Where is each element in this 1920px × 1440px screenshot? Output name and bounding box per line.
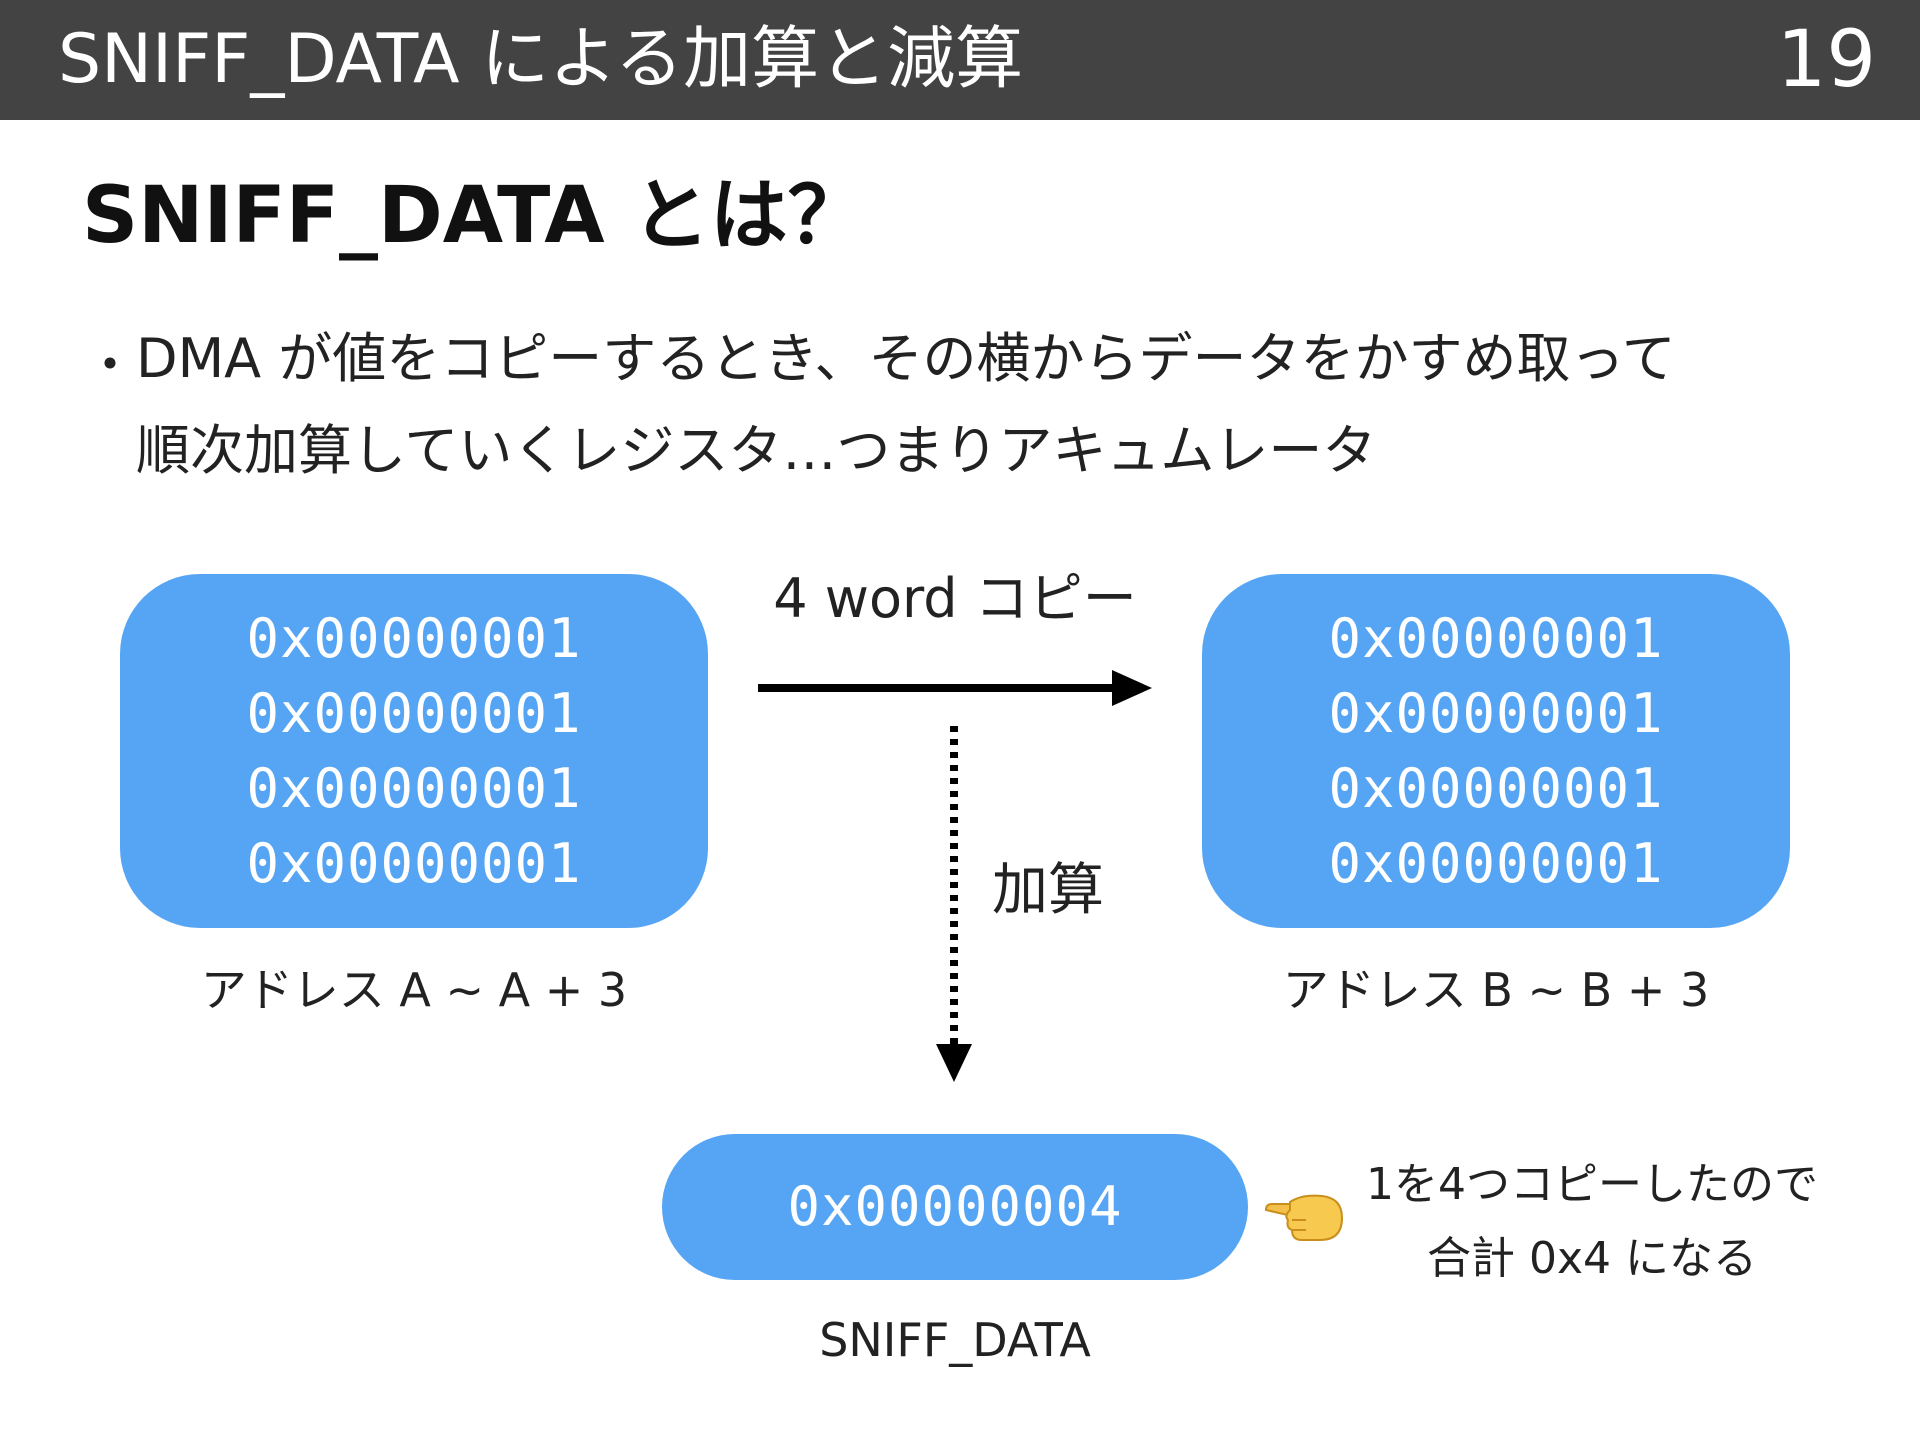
source-word-3: 0x00000001	[246, 832, 582, 895]
header-bar: SNIFF_DATA による加算と減算 19	[0, 0, 1920, 120]
source-word-1: 0x00000001	[246, 682, 582, 745]
destination-word-3: 0x00000001	[1328, 832, 1664, 895]
source-memory-box: 0x00000001 0x00000001 0x00000001 0x00000…	[120, 574, 708, 928]
body-text-line-1: DMA が値をコピーするとき、その横からデータをかすめ取って	[136, 327, 1676, 390]
note-line-2: 合計 0x4 になる	[1427, 1233, 1757, 1284]
add-arrow	[936, 726, 972, 1082]
destination-address-caption: アドレス B ~ B + 3	[1282, 963, 1710, 1017]
bullet-marker: ・	[84, 336, 137, 396]
destination-word-1: 0x00000001	[1328, 682, 1664, 745]
sniff-data-caption: SNIFF_DATA	[819, 1313, 1091, 1367]
page-title: SNIFF_DATA による加算と減算	[58, 20, 1024, 99]
sniff-data-value: 0x00000004	[787, 1175, 1123, 1238]
pointing-hand-icon	[1264, 1194, 1344, 1241]
source-word-0: 0x00000001	[246, 607, 582, 670]
copy-arrow	[758, 670, 1152, 706]
copy-label: 4 word コピー	[773, 567, 1137, 630]
destination-word-2: 0x00000001	[1328, 757, 1664, 820]
note-text: 1を4つコピーしたので 合計 0x4 になる	[1350, 1148, 1834, 1296]
destination-memory-box: 0x00000001 0x00000001 0x00000001 0x00000…	[1202, 574, 1790, 928]
section-heading: SNIFF_DATA とは？	[82, 171, 866, 261]
add-label: 加算	[992, 858, 1104, 923]
source-word-2: 0x00000001	[246, 757, 582, 820]
note-line-1: 1を4つコピーしたので	[1366, 1159, 1818, 1210]
source-address-caption: アドレス A ~ A + 3	[200, 963, 628, 1017]
body-text-line-2: 順次加算していくレジスタ…つまりアキュムレータ	[136, 419, 1377, 482]
sniff-data-box: 0x00000004	[662, 1134, 1248, 1280]
page-number: 19	[1776, 15, 1876, 105]
destination-word-0: 0x00000001	[1328, 607, 1664, 670]
